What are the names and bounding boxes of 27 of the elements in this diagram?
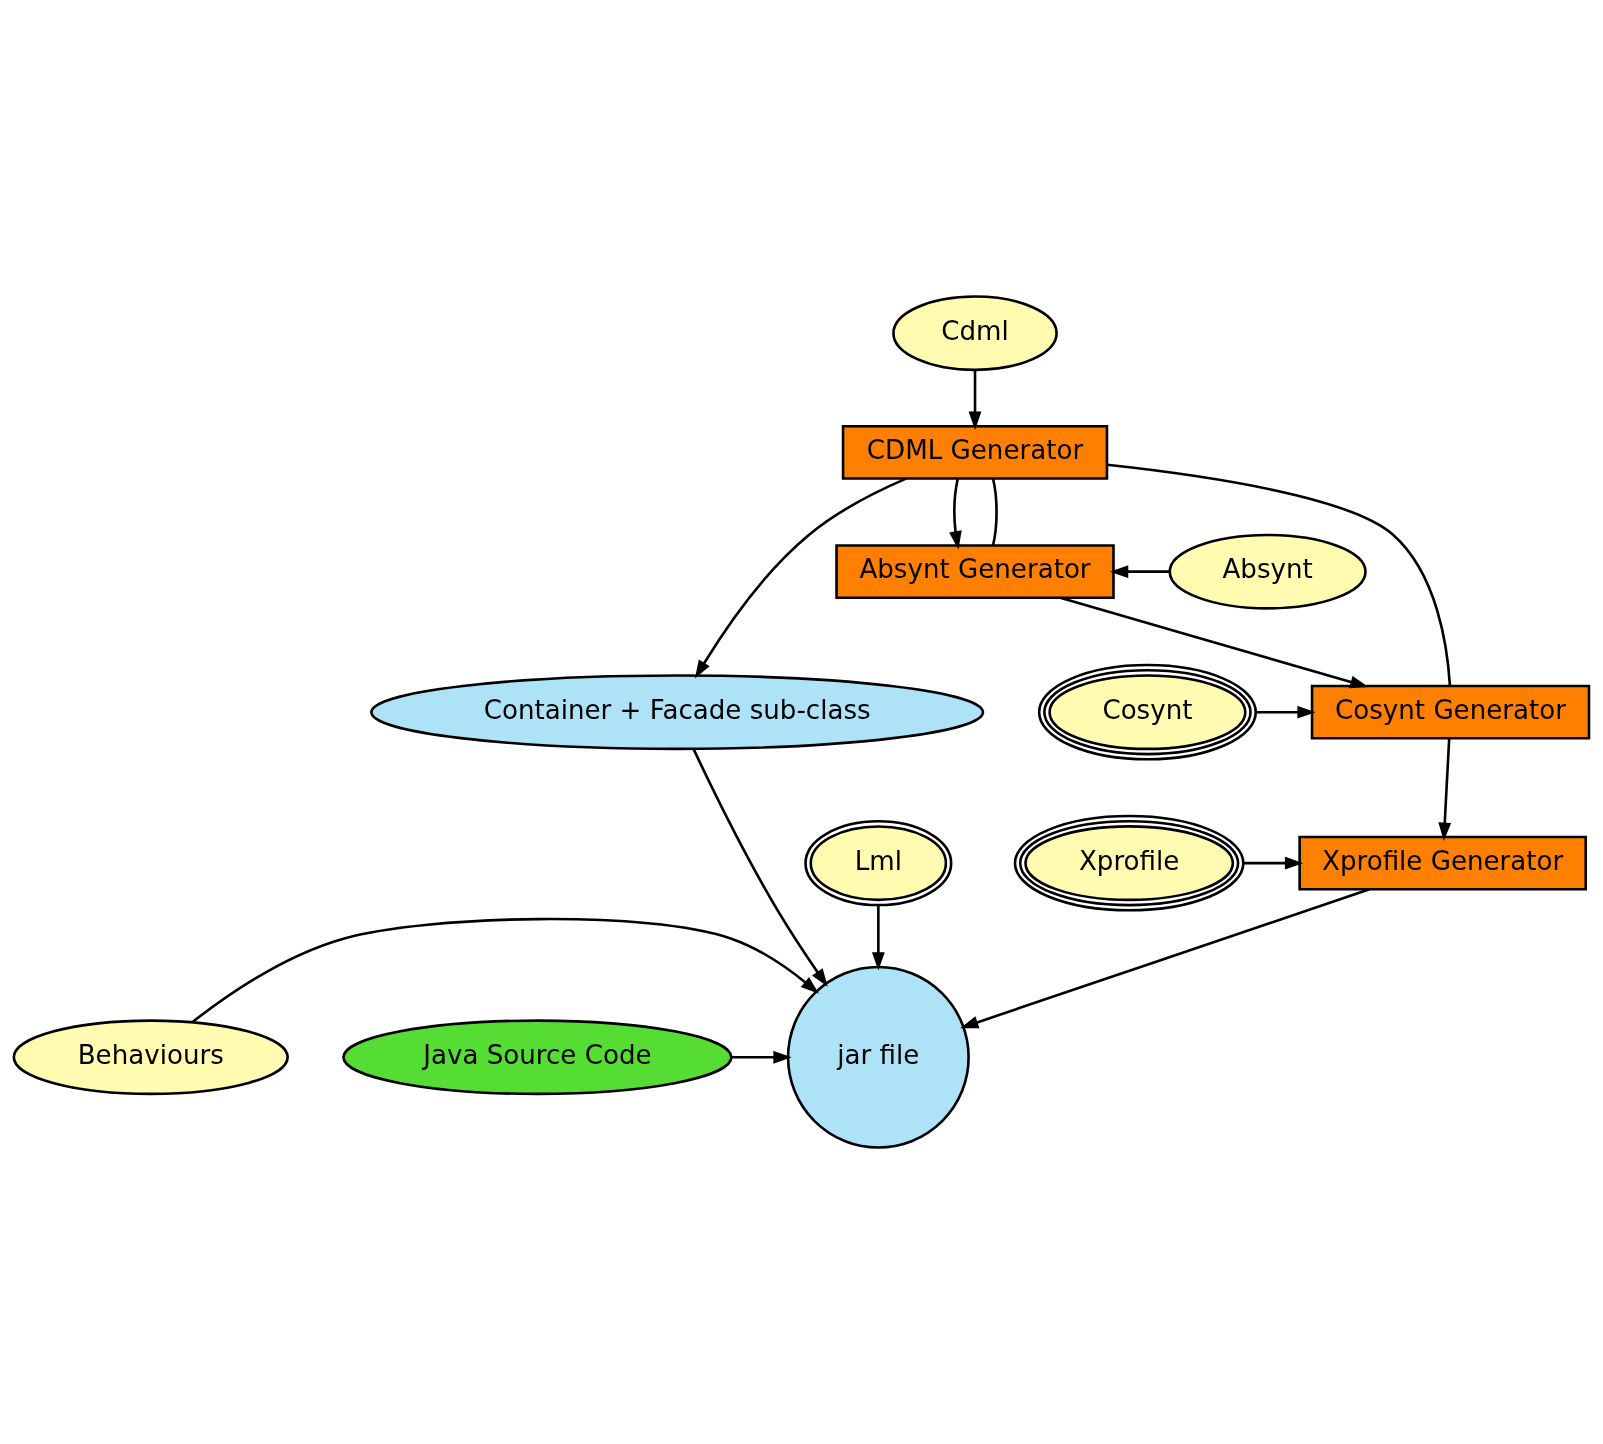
arrow — [731, 1050, 792, 1064]
arrow — [1243, 856, 1304, 870]
node-ellipse: Java Source Code — [342, 1019, 733, 1096]
connector — [1107, 463, 1452, 686]
node-box: Absynt Generator — [835, 544, 1115, 600]
arrow — [191, 917, 819, 1023]
arrow — [1060, 596, 1369, 689]
arrow — [694, 477, 907, 679]
node-box: Cosynt Generator — [1310, 684, 1591, 740]
node-ellipse: Xprofile — [1013, 814, 1245, 912]
node-ellipse: Absynt — [1168, 533, 1367, 610]
node-ellipse: Lml — [804, 819, 953, 907]
arrow — [871, 905, 885, 971]
node-ellipse: Cdml — [892, 295, 1058, 372]
node-ellipse: Cosynt — [1037, 663, 1258, 761]
arrow — [692, 748, 828, 987]
arrow — [960, 888, 1370, 1029]
node-ellipse: Container + Facade sub-class — [370, 674, 985, 751]
arrow — [1438, 738, 1452, 841]
node-ellipse: Behaviours — [12, 1019, 289, 1096]
arrow — [1109, 565, 1170, 579]
arrow — [1256, 705, 1316, 719]
connector — [991, 478, 998, 546]
arrow — [968, 370, 982, 430]
node-box: Xprofile Generator — [1298, 835, 1588, 891]
node-box: CDML Generator — [841, 425, 1109, 480]
arrow — [949, 478, 962, 550]
